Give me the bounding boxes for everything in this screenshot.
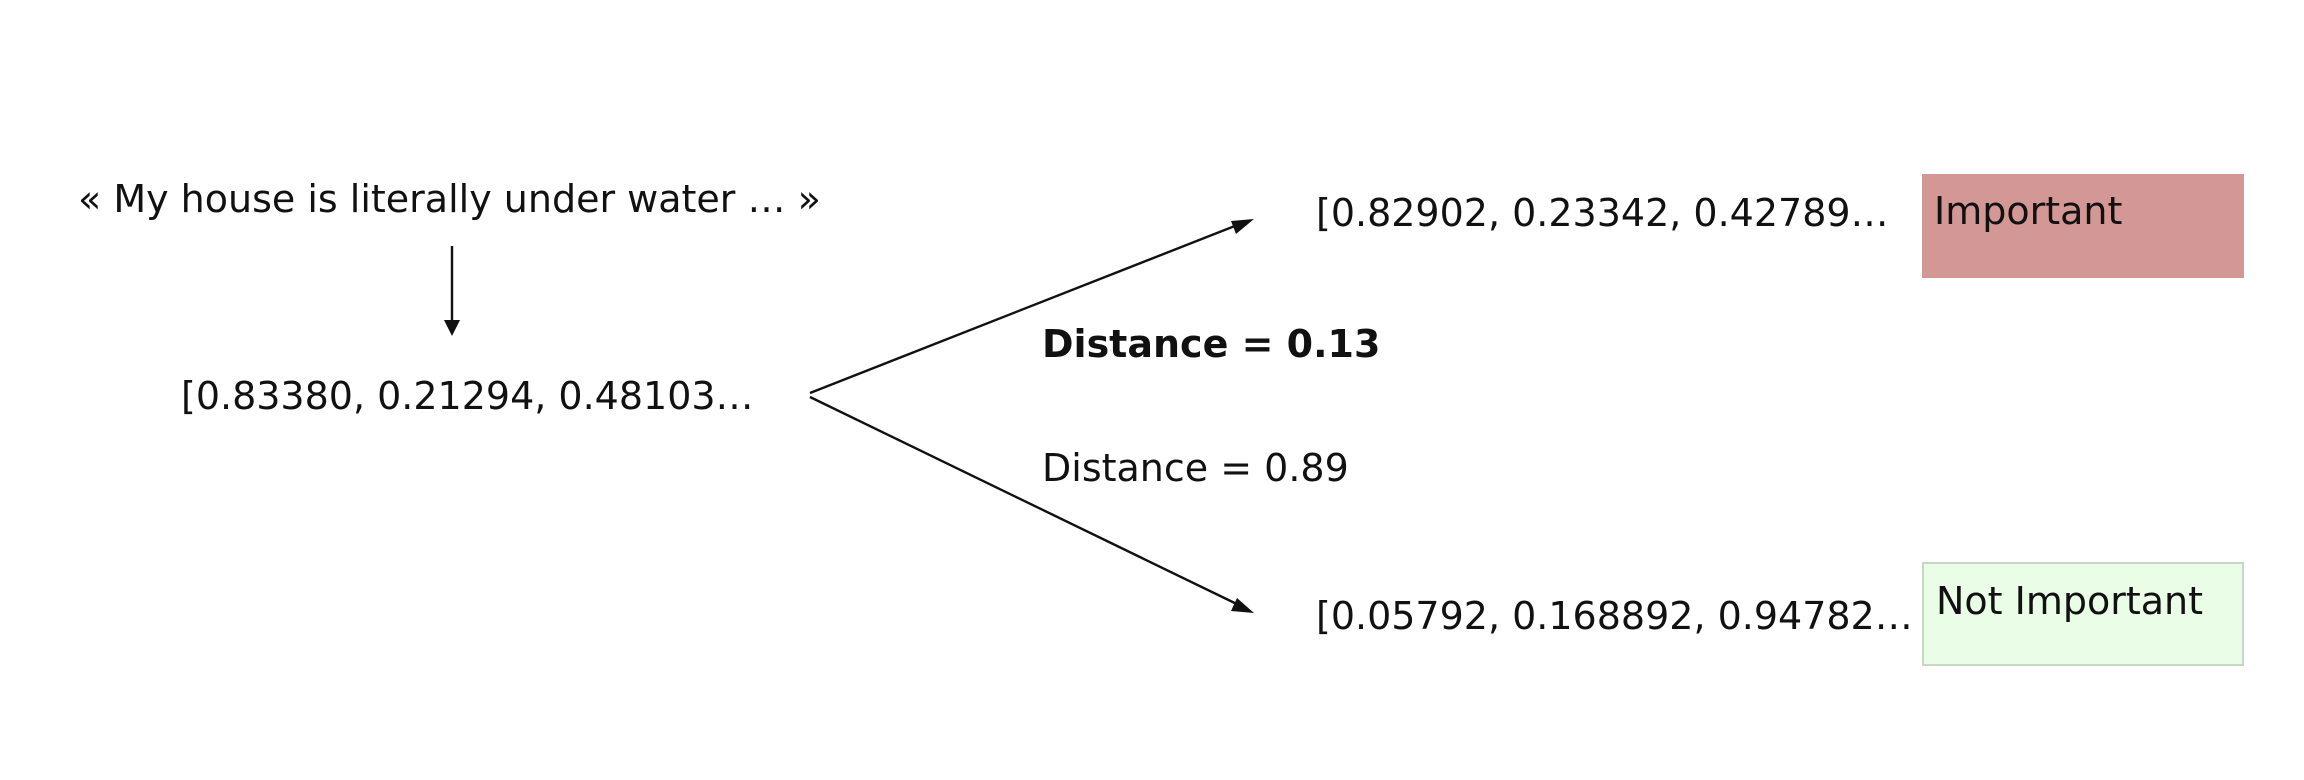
distance-to-important: Distance = 0.13 (1042, 322, 1381, 366)
important-label-box: Important (1922, 174, 2244, 278)
source-embedding-vector: [0.83380, 0.21294, 0.48103… (181, 374, 754, 418)
not-important-embedding-vector: [0.05792, 0.168892, 0.94782… (1316, 594, 1913, 638)
distance-to-not-important: Distance = 0.89 (1042, 446, 1349, 490)
arrow-to-not-important (809, 395, 1246, 610)
source-sentence: « My house is literally under water … » (78, 177, 821, 221)
not-important-label-box: Not Important (1922, 562, 2244, 666)
not-important-label-text: Not Important (1936, 579, 2204, 623)
arrow-to-not-important-head (1231, 598, 1254, 613)
important-embedding-vector: [0.82902, 0.23342, 0.42789… (1316, 191, 1889, 235)
arrow-to-important (809, 220, 1246, 395)
arrow-to-important-head (1231, 219, 1254, 234)
important-label-text: Important (1934, 189, 2123, 233)
embed-down-arrowhead (444, 320, 460, 336)
